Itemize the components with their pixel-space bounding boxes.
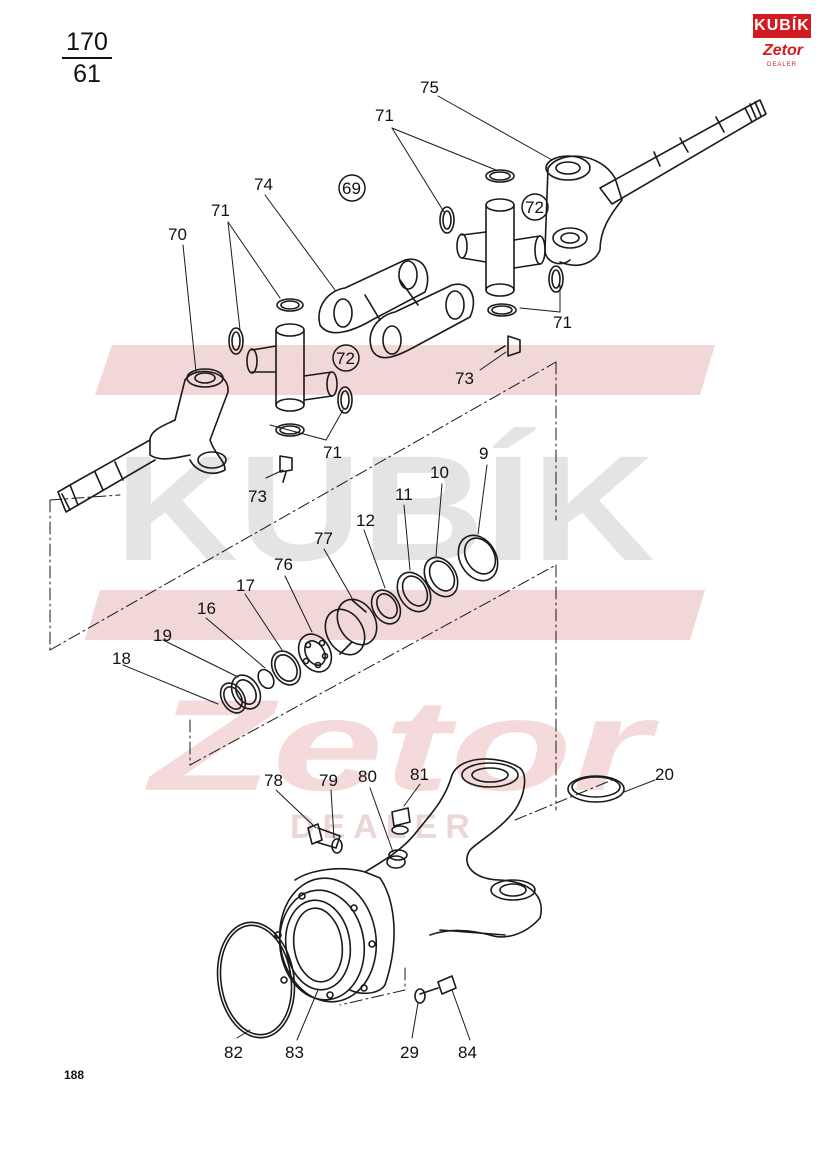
callout-75: 75 — [420, 78, 439, 97]
callout-9: 9 — [479, 444, 488, 463]
callout-71: 71 — [323, 443, 342, 462]
part-74-center-link — [318, 258, 475, 359]
part-73-grease-nipples — [279, 335, 521, 483]
callout-29: 29 — [400, 1043, 419, 1062]
part-70-shaft-yoke — [57, 368, 229, 513]
watermark-zetor-text: Zetor — [144, 672, 660, 818]
callout-74: 74 — [254, 175, 273, 194]
callout-73: 73 — [455, 369, 474, 388]
brand-logo-dealer: DEALER — [767, 62, 798, 68]
callout-83: 83 — [285, 1043, 304, 1062]
callout-71: 71 — [375, 106, 394, 125]
callout-84: 84 — [458, 1043, 477, 1062]
callout-79: 79 — [319, 771, 338, 790]
page-code-numerator: 170 — [62, 30, 112, 59]
alignment-dashed-lines — [49, 361, 613, 1006]
part-72-right-spider — [439, 169, 564, 317]
part-20-seal-ring — [567, 775, 625, 803]
callout-81: 81 — [410, 765, 429, 784]
callout-72: 72 — [525, 198, 544, 217]
brand-logo-kubik: KUBÍK — [753, 14, 811, 38]
watermark-brand-text: KUBÍK — [115, 424, 655, 592]
callout-circles — [332, 174, 549, 372]
callout-76: 76 — [274, 555, 293, 574]
callout-77: 77 — [314, 529, 333, 548]
callout-17: 17 — [236, 576, 255, 595]
callout-16: 16 — [197, 599, 216, 618]
callout-12: 12 — [356, 511, 375, 530]
part-72-left-spider — [228, 298, 353, 437]
callout-73: 73 — [248, 487, 267, 506]
watermark: KUBÍK Zetor DEALER — [85, 345, 715, 846]
bearing-ring-stack — [219, 534, 499, 714]
small-fasteners — [307, 807, 457, 1004]
callout-leader-lines — [122, 95, 656, 1041]
callout-11: 11 — [395, 485, 413, 504]
brand-logo-zetor: Zetor — [763, 42, 803, 59]
callout-78: 78 — [264, 771, 283, 790]
brand-logo: KUBÍK Zetor DEALER — [753, 14, 813, 74]
part-75-shaft-yoke — [544, 99, 767, 266]
page-number: 188 — [64, 1068, 85, 1082]
part-82-o-ring — [216, 921, 296, 1039]
callout-80: 80 — [358, 767, 377, 786]
callout-18: 18 — [112, 649, 131, 668]
page-code: 170 61 — [62, 30, 112, 87]
callout-69: 69 — [342, 179, 361, 198]
callout-70: 70 — [168, 225, 187, 244]
callout-82: 82 — [224, 1043, 243, 1062]
callout-19: 19 — [153, 626, 172, 645]
callout-10: 10 — [430, 463, 449, 482]
callout-20: 20 — [655, 765, 674, 784]
callout-labels: 75 71 72 69 74 71 70 71 72 71 73 73 9 10… — [112, 78, 674, 1062]
callout-71: 71 — [553, 313, 572, 332]
callout-71: 71 — [211, 201, 230, 220]
callout-72: 72 — [336, 349, 355, 368]
page-code-denominator: 61 — [73, 60, 101, 88]
